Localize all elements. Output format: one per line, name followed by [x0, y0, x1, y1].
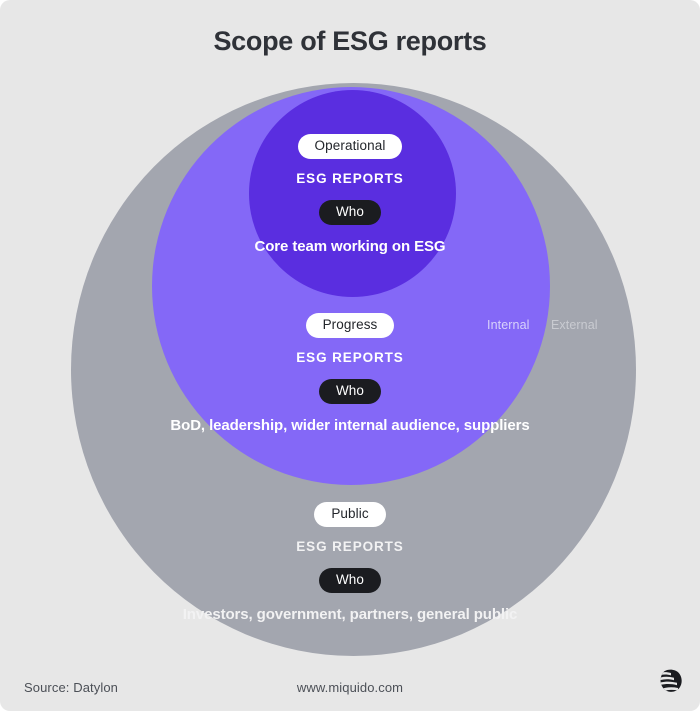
badge-public-who: Who — [318, 568, 382, 594]
operational-reports-label: ESG REPORTS — [296, 171, 404, 187]
progress-who-wrap: Who — [0, 379, 700, 405]
badge-operational-who: Who — [318, 200, 382, 226]
operational-audience-text: Core team working on ESG — [254, 238, 446, 256]
footer-source: Source: Datylon — [24, 680, 118, 695]
badge-progress-who: Who — [318, 379, 382, 405]
operational-scope-circle — [249, 90, 456, 297]
progress-reports-label: ESG REPORTS — [296, 350, 404, 366]
public-who-wrap: Who — [0, 568, 700, 594]
operational-who-wrap: Who — [0, 200, 700, 226]
badge-progress-type: Progress — [305, 313, 395, 339]
public-audience-text: Investors, government, partners, general… — [182, 606, 518, 624]
layer-progress: Progress ESG REPORTS Who BoD, leadership… — [0, 313, 700, 437]
footer-website: www.miquido.com — [296, 680, 404, 695]
scope-label-external: External — [551, 318, 598, 332]
miquido-logo-icon — [660, 669, 682, 692]
layer-public: Public ESG REPORTS Who Investors, govern… — [0, 502, 700, 626]
badge-public-type: Public — [314, 502, 386, 528]
layer-operational: Operational ESG REPORTS Who Core team wo… — [0, 134, 700, 258]
progress-audience-text: BoD, leadership, wider internal audience… — [170, 417, 530, 435]
page-title: Scope of ESG reports — [213, 26, 487, 56]
badge-operational-type: Operational — [297, 134, 403, 160]
public-reports-label: ESG REPORTS — [296, 539, 404, 555]
scope-label-internal: Internal — [487, 318, 530, 332]
